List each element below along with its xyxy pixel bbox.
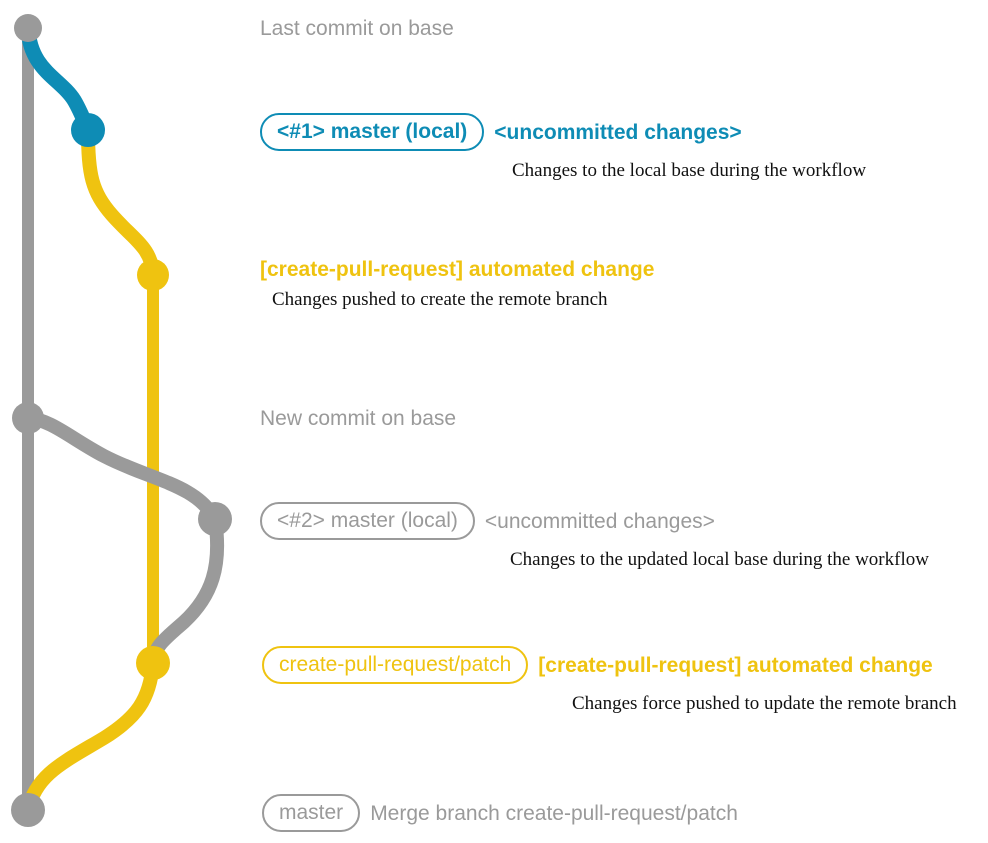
commit-row-merge: master Merge branch create-pull-request/… bbox=[262, 794, 738, 832]
commit-subject-local-2: <uncommitted changes> bbox=[484, 509, 715, 533]
commit-node-remote-1[interactable] bbox=[137, 259, 169, 291]
commit-node-base-last[interactable] bbox=[14, 14, 42, 42]
branch-badge-local-2[interactable]: <#2> master (local) bbox=[260, 502, 475, 540]
commit-row-local-1: <#1> master (local) <uncommitted changes… bbox=[260, 113, 866, 182]
edge-base-new-to-local-2 bbox=[21, 411, 222, 526]
commit-subject-merge: Merge branch create-pull-request/patch bbox=[370, 801, 738, 825]
commit-subject-remote-1: [create-pull-request] automated change bbox=[260, 258, 655, 281]
edge-remote-2-to-base-merge bbox=[21, 656, 160, 817]
commit-row-local-2: <#2> master (local) <uncommitted changes… bbox=[260, 502, 929, 571]
commit-description-remote-2: Changes force pushed to update the remot… bbox=[572, 693, 957, 714]
commit-subject-base-last: Last commit on base bbox=[260, 17, 454, 40]
branch-badge-local-1[interactable]: <#1> master (local) bbox=[260, 113, 485, 151]
commit-row-base-last: Last commit on base bbox=[260, 18, 454, 39]
commit-subject-base-new: New commit on base bbox=[260, 407, 457, 430]
commit-node-local-2[interactable] bbox=[198, 502, 232, 536]
commit-row-remote-2: create-pull-request/patch [create-pull-r… bbox=[262, 646, 957, 715]
commit-node-remote-2[interactable] bbox=[136, 646, 170, 680]
branch-badge-master[interactable]: master bbox=[262, 794, 361, 832]
commit-node-base-merge[interactable] bbox=[11, 793, 45, 827]
commit-row-base-new: New commit on base bbox=[260, 408, 456, 429]
branch-badge-remote-2[interactable]: create-pull-request/patch bbox=[262, 646, 529, 684]
commit-subject-local-1: <uncommitted changes> bbox=[494, 120, 742, 144]
commit-node-local-1[interactable] bbox=[71, 113, 105, 147]
commit-description-local-2: Changes to the updated local base during… bbox=[510, 549, 929, 570]
commit-node-base-new[interactable] bbox=[12, 402, 44, 434]
commit-description-remote-1: Changes pushed to create the remote bran… bbox=[272, 289, 608, 310]
commit-description-local-1: Changes to the local base during the wor… bbox=[512, 160, 867, 181]
commit-row-remote-1: [create-pull-request] automated change C… bbox=[260, 259, 654, 311]
commit-subject-remote-2: [create-pull-request] automated change bbox=[538, 653, 933, 677]
edge-local-1-to-remote-1 bbox=[81, 123, 160, 282]
